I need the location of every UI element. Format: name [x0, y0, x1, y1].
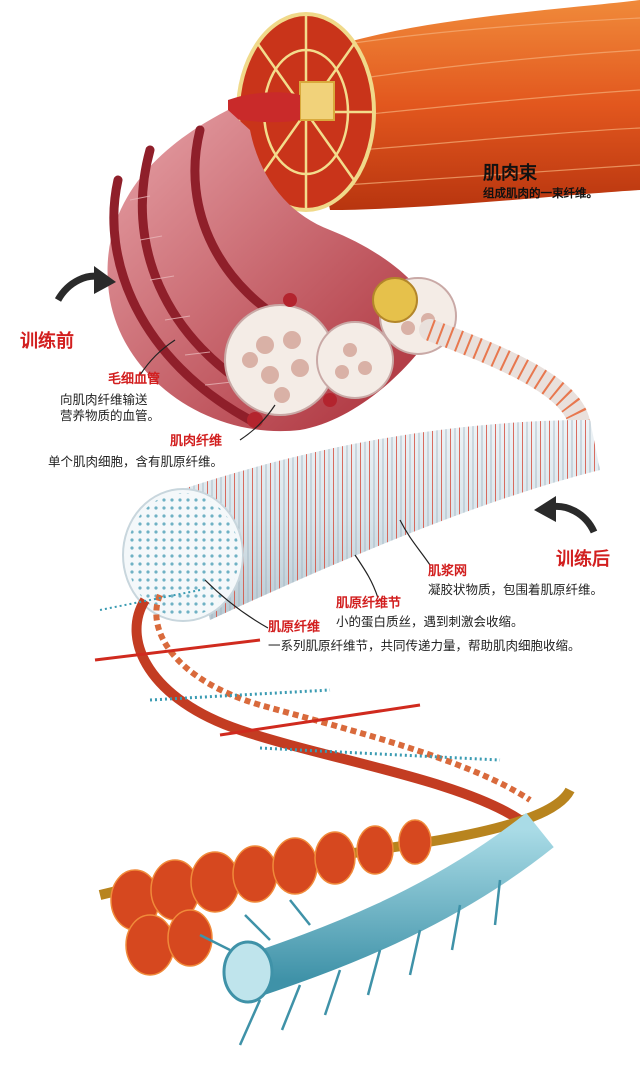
bundle-desc: 组成肌肉的一束纤维。: [483, 186, 598, 200]
fiber-connection-graphic: [419, 319, 591, 441]
before-training-arrowhead-icon: [94, 266, 116, 294]
sarcoplasm-title: 肌浆网: [428, 564, 468, 579]
muscle-fiber-bundle-graphic: [107, 110, 457, 432]
fiber-title: 肌肉纤维: [170, 434, 223, 449]
capillary-desc-line-2: 营养物质的血管。: [60, 408, 161, 423]
sarcomere-desc: 小的蛋白质丝，遇到刺激会收缩。: [336, 614, 524, 629]
sarcoplasm-leader-line: [399, 519, 431, 566]
fiber-desc: 单个肌肉细胞，含有肌原纤维。: [48, 454, 224, 469]
capillary-title: 毛细血管: [108, 372, 161, 387]
bundle-title: 肌肉束: [483, 163, 537, 184]
fiber-leader-line: [239, 404, 276, 441]
myofibril-title: 肌原纤维: [268, 620, 321, 635]
sarcomere-title: 肌原纤维节: [336, 596, 402, 611]
capillary-leader-line: [139, 339, 176, 376]
sarcoplasm-desc: 凝胶状物质，包围着肌原纤维。: [428, 582, 604, 597]
muscle-bundle-graphic: [228, 0, 640, 212]
after-training-label: 训练后: [556, 549, 610, 570]
muscle-fiber-cylinder-graphic: [122, 420, 600, 622]
myofibril-leader-line: [204, 579, 269, 629]
filament-bundle-graphic: [98, 787, 575, 1046]
before-training-label: 训练前: [20, 331, 74, 352]
myofibril-desc: 一系列肌原纤维节，共同传递力量，帮助肌肉细胞收缩。: [268, 638, 581, 653]
after-training-arrowhead-icon: [534, 496, 556, 522]
capillary-desc-line-1: 向肌肉纤维输送: [60, 392, 148, 407]
sarcomere-leader-line: [354, 554, 379, 599]
